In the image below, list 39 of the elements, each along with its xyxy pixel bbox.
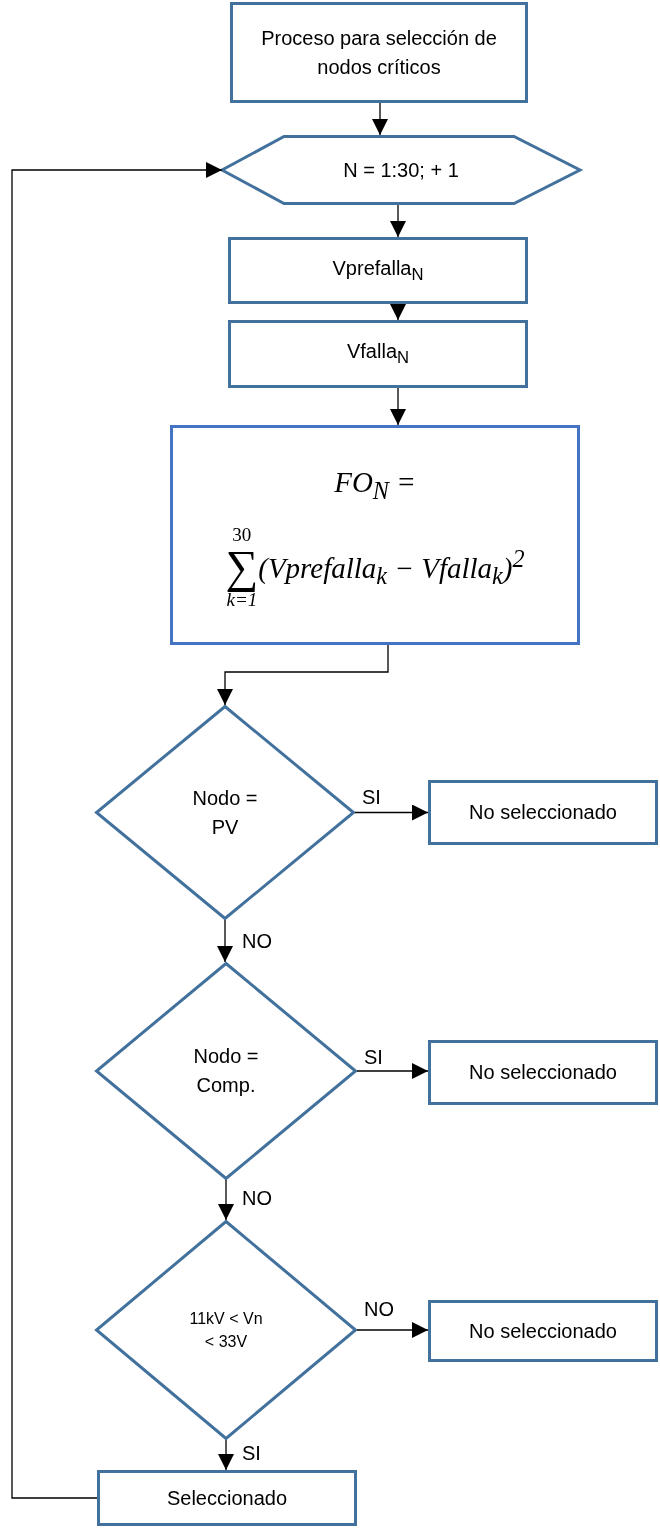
arrow [354,804,429,821]
arrow [218,1439,234,1471]
node-label: Nodo = Comp. [192,1044,260,1098]
arrow [390,303,406,321]
arrow [217,644,389,706]
process-box [97,1470,357,1526]
sum-symbol: ∑ [225,544,259,591]
process-box [170,425,580,645]
node-label: Nodo = PV [191,785,259,840]
loop-hexagon [222,135,580,205]
node-label: No seleccionado [469,1318,617,1344]
arrow [356,1322,429,1338]
arrow [390,387,406,426]
node-label: Vfalla$_{N}$ [346,339,410,370]
node-label: Proceso para selección de nodos críticos [260,25,498,80]
arrow [218,1179,234,1221]
arrow [217,919,233,963]
formula-text: (Vprefalla$_{k}$ − Vfalla$_{k}$)$^{2}$ [258,544,525,592]
process-box [428,1300,658,1362]
node-label: N = 1:30; + 1 [343,157,459,183]
arrow [11,162,223,1499]
process-box [228,320,528,388]
arrow [372,102,388,136]
node-label: Vprefalla$_{N}$ [332,255,424,286]
decision-diamond [95,705,355,920]
process-box [428,780,658,845]
decision-diamond [95,1220,357,1440]
node-label: 11kV < Vn < 33V [188,1308,264,1352]
node-label: Seleccionado [166,1485,288,1511]
arrow [356,1063,429,1079]
arrow [390,204,406,238]
decision-diamond [95,962,357,1180]
formula-text: FO$_{N}$ = [334,464,416,506]
process-box [428,1040,658,1105]
node-label: No seleccionado [469,800,617,825]
process-box [230,2,528,103]
sum-upper-limit: 30 [232,525,252,545]
node-label: No seleccionado [469,1060,617,1085]
process-box [228,237,528,304]
